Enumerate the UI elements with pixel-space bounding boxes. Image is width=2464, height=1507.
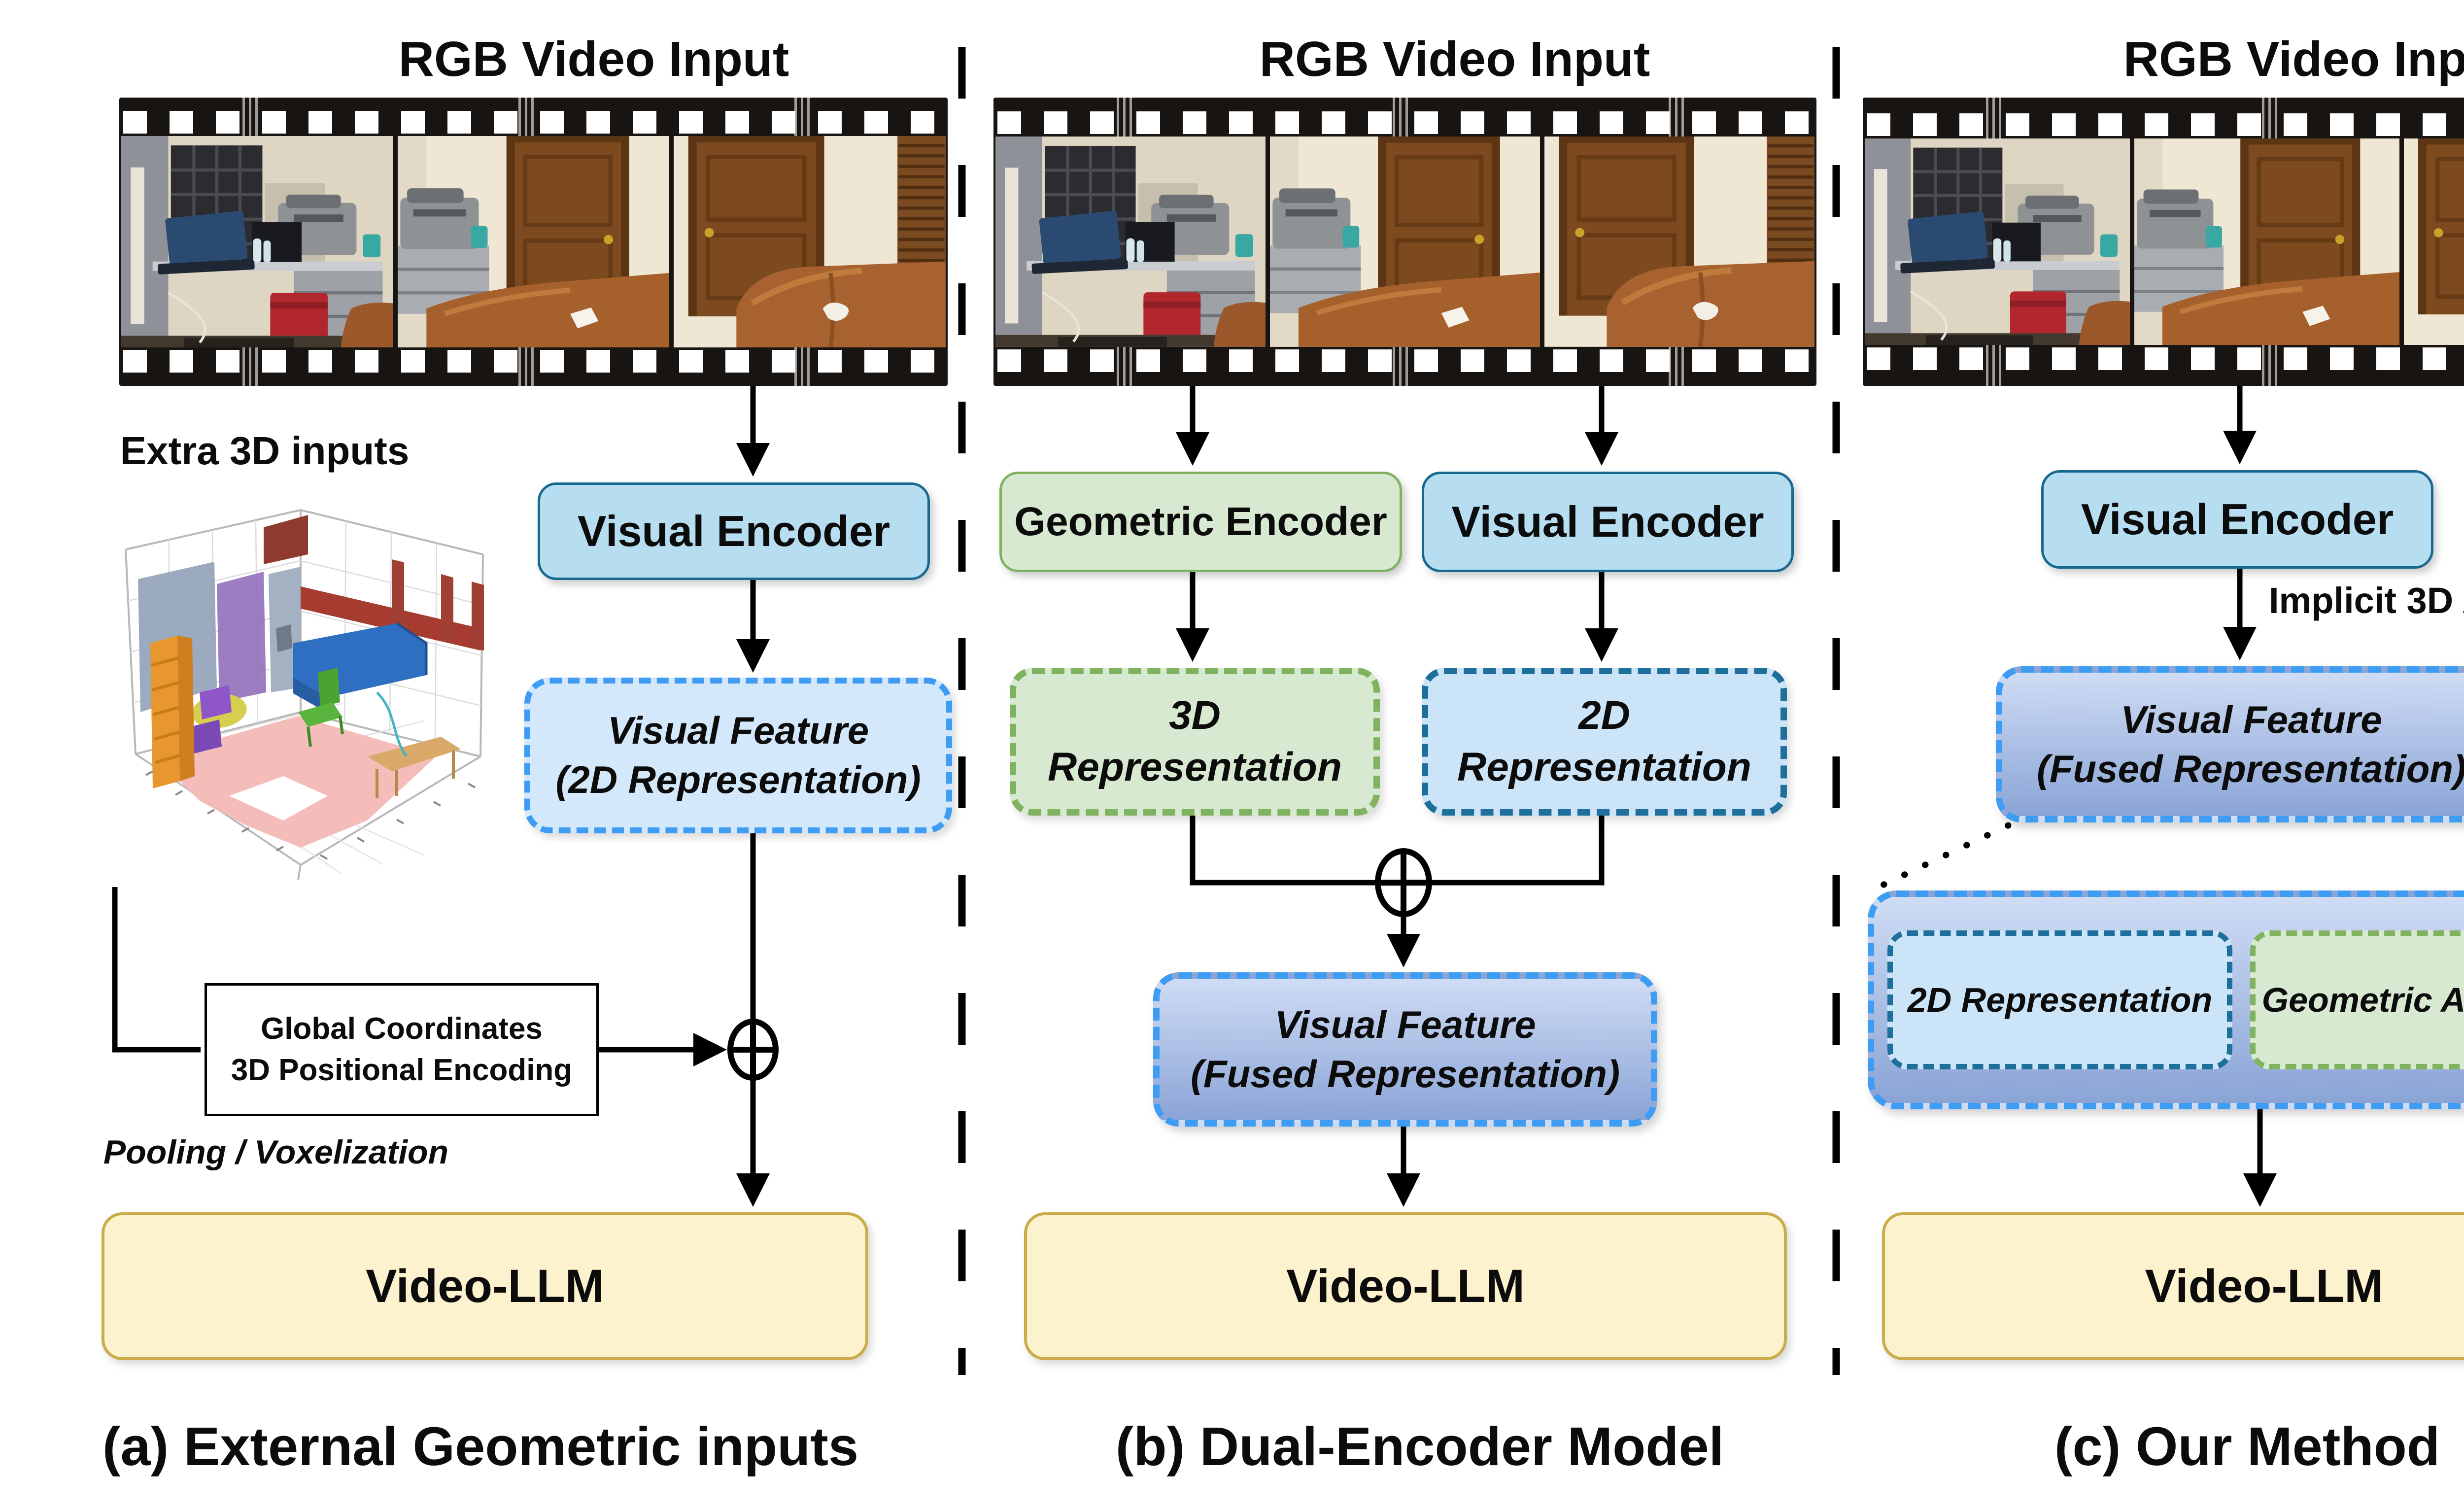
merge-plus-icon (1375, 848, 1432, 917)
sprocket-holes (997, 111, 1813, 135)
inner-geometric-awareness-box: Geometric Awareness (2250, 930, 2464, 1069)
visual-encoder-label-a: Visual Encoder (577, 507, 890, 555)
scene-3d-plot-icon (52, 480, 500, 890)
video-llm-box-b: Video-LLM (1024, 1212, 1787, 1360)
video-llm-label-a: Video-LLM (366, 1260, 604, 1312)
extra-3d-inputs-title: Extra 3D inputs (120, 428, 410, 473)
video-llm-box-c: Video-LLM (1882, 1212, 2464, 1360)
video-frame-2 (398, 136, 670, 348)
panel-c-title: RGB Video Input (2123, 31, 2464, 87)
fused-line1-c: Visual Feature (2121, 697, 2382, 741)
inner-geo-label: Geometric Awareness (2261, 981, 2464, 1019)
merge-plus-icon (727, 1019, 779, 1081)
rep3d-line1: 3D (1169, 693, 1221, 738)
film-strip (1863, 98, 2464, 386)
panel-b-title: RGB Video Input (1259, 31, 1650, 87)
feature-line1-a: Visual Feature (607, 709, 869, 753)
panel-a-connectors (112, 386, 779, 1207)
coords-line1: Global Coordinates (261, 1012, 543, 1046)
geometric-encoder-label-b: Geometric Encoder (1014, 499, 1387, 544)
fused-line1-b: Visual Feature (1274, 1002, 1536, 1046)
film-strip-top-bar (1863, 98, 2464, 138)
video-llm-label-b: Video-LLM (1286, 1260, 1525, 1312)
sprocket-holes (123, 350, 944, 373)
film-strip (993, 98, 1816, 386)
video-frame-3 (2404, 138, 2464, 345)
rep2d-line1: 2D (1578, 693, 1630, 738)
visual-encoder-box-c: Visual Encoder (2041, 470, 2433, 569)
sprocket-holes (997, 349, 1813, 372)
panel-c-connectors (1875, 386, 2277, 1207)
fused-line2-c: (Fused Representation) (2036, 747, 2464, 790)
video-frame-2 (2134, 138, 2399, 345)
sprocket-holes (1867, 347, 2464, 370)
caption-b: (b) Dual-Encoder Model (1115, 1416, 1724, 1477)
video-frame-1 (121, 136, 393, 348)
thought-bubble-icon (2439, 389, 2464, 601)
film-strip-bottom-bar (1863, 345, 2464, 386)
video-frame-1 (1865, 138, 2130, 345)
global-coordinates-box: Global Coordinates 3D Positional Encodin… (205, 983, 599, 1116)
video-frame-2 (1270, 137, 1540, 347)
visual-encoder-label-c: Visual Encoder (2081, 495, 2394, 544)
panel-a-title: RGB Video Input (398, 31, 789, 87)
rep-2d-box-b: 2D Representation (1422, 668, 1787, 816)
fused-line2-b: (Fused Representation) (1190, 1052, 1620, 1096)
visual-feature-2d-box-a: Visual Feature (2D Representation) (524, 678, 952, 833)
fused-feature-box-c: Visual Feature (Fused Representation) (1996, 666, 2464, 822)
caption-c: (c) Our Method (2054, 1416, 2440, 1477)
rep2d-line2: Representation (1457, 745, 1751, 789)
panel-b-connectors (1175, 386, 1619, 1207)
sprocket-holes (1867, 113, 2464, 136)
fused-feature-box-b: Visual Feature (Fused Representation) (1153, 972, 1657, 1127)
film-strip-bottom-bar (119, 347, 948, 386)
film-strip-bottom-bar (993, 346, 1816, 386)
rep3d-line2: Representation (1048, 745, 1342, 789)
film-strip-top-bar (119, 98, 948, 136)
video-frame-1 (995, 137, 1266, 347)
sprocket-holes (123, 110, 944, 134)
visual-encoder-label-b: Visual Encoder (1451, 497, 1764, 546)
elbow-plot-to-coords-a (112, 887, 201, 1053)
video-llm-box-a: Video-LLM (102, 1212, 868, 1360)
pooling-voxelization-label: Pooling / Voxelization (103, 1133, 449, 1171)
implicit-3d-awareness-label: Implicit 3D Awareness (2269, 580, 2464, 621)
inner-2d-representation-box: 2D Representation (1887, 930, 2232, 1069)
geometric-encoder-box-b: Geometric Encoder (999, 472, 1402, 572)
film-strip (119, 98, 948, 386)
video-llm-label-c: Video-LLM (2145, 1260, 2384, 1312)
visual-encoder-box-b: Visual Encoder (1422, 472, 1794, 572)
coords-line2: 3D Positional Encoding (231, 1053, 573, 1087)
video-frame-3 (1544, 137, 1814, 347)
caption-a: (a) External Geometric inputs (102, 1416, 859, 1477)
video-frame-3 (674, 136, 946, 348)
rep-3d-box-b: 3D Representation (1010, 668, 1380, 816)
feature-line2-a: (2D Representation) (555, 758, 921, 801)
visual-encoder-box-a: Visual Encoder (538, 482, 930, 580)
film-strip-top-bar (993, 98, 1816, 137)
dotted-expand-left-c (1875, 822, 2012, 890)
inner-2d-label: 2D Representation (1907, 981, 2213, 1019)
